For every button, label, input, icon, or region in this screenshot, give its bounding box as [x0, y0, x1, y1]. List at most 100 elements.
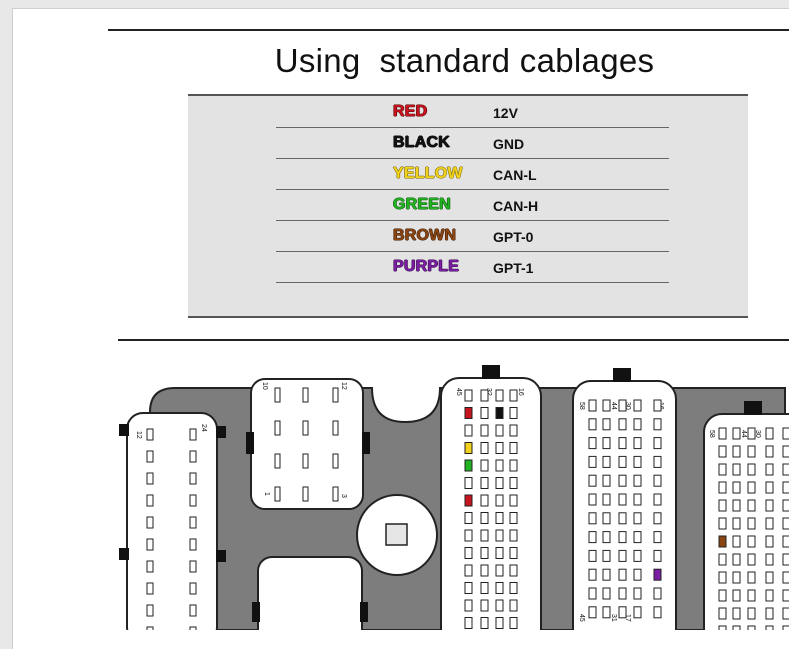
pin — [464, 529, 473, 542]
pin — [732, 571, 741, 584]
wire-signal: GND — [493, 136, 525, 152]
pin — [718, 625, 727, 630]
pin — [747, 607, 756, 620]
pin — [732, 517, 741, 530]
wire-signal: CAN-L — [493, 167, 537, 183]
pin — [732, 625, 741, 630]
pin — [495, 442, 504, 454]
pin — [480, 564, 489, 577]
pin — [633, 549, 642, 562]
pin — [302, 453, 309, 469]
pin — [618, 512, 627, 525]
pin — [633, 568, 642, 581]
pin — [464, 477, 473, 489]
pin-label: 45 — [578, 614, 585, 622]
pin — [189, 450, 197, 463]
pin — [588, 437, 597, 450]
pin — [189, 560, 197, 573]
pin — [732, 481, 741, 494]
pin — [602, 587, 611, 600]
pin — [747, 553, 756, 566]
pin — [782, 445, 789, 458]
pin — [782, 499, 789, 512]
pin — [588, 549, 597, 562]
pin — [274, 453, 281, 469]
pin — [480, 547, 489, 559]
pin — [602, 549, 611, 562]
pin — [618, 399, 627, 412]
pin — [782, 625, 789, 630]
wire-color-name: RED — [393, 103, 428, 120]
pin — [765, 571, 774, 584]
pin — [747, 589, 756, 602]
pin — [765, 553, 774, 566]
pin — [588, 418, 597, 431]
pin — [765, 607, 774, 620]
pin-label: 12 — [340, 382, 347, 390]
pin — [732, 463, 741, 476]
pin — [495, 564, 504, 577]
connector-b: 10 12 1 3 — [246, 378, 370, 510]
pin — [602, 399, 611, 412]
pin — [509, 582, 518, 594]
pin — [146, 626, 154, 630]
pin — [464, 407, 473, 419]
pin — [747, 427, 756, 440]
pin-label: 3 — [340, 494, 347, 498]
pin — [302, 486, 309, 502]
pin — [718, 499, 727, 512]
pin — [653, 437, 662, 450]
pin — [718, 535, 727, 548]
pin — [146, 494, 154, 507]
pin — [782, 427, 789, 440]
pin — [602, 606, 611, 619]
pin — [189, 538, 197, 551]
pin — [633, 493, 642, 506]
pin-label: 44 — [740, 430, 747, 438]
pin — [633, 455, 642, 468]
pin-label: 1 — [263, 492, 270, 496]
pin — [718, 589, 727, 602]
pin — [146, 472, 154, 485]
pin — [189, 582, 197, 595]
lower-block — [257, 556, 363, 630]
pin — [602, 568, 611, 581]
pin — [495, 547, 504, 559]
pin — [618, 418, 627, 431]
pin — [782, 517, 789, 530]
pin — [602, 418, 611, 431]
pin — [718, 445, 727, 458]
pin — [588, 606, 597, 619]
pin — [618, 437, 627, 450]
pin — [509, 459, 518, 472]
pin — [765, 499, 774, 512]
pin — [302, 420, 309, 436]
pin-label: 30 — [754, 430, 761, 438]
wire-color-name: YELLOW — [393, 165, 463, 182]
wire-signal: CAN-H — [493, 198, 539, 214]
pin — [146, 516, 154, 529]
pin — [509, 494, 518, 507]
wire-color-name: PURPLE — [393, 258, 460, 275]
pin — [146, 538, 154, 551]
pin — [653, 512, 662, 525]
pin — [602, 531, 611, 544]
pin — [633, 531, 642, 544]
pin — [146, 450, 154, 463]
pin — [480, 424, 489, 437]
pin — [274, 486, 281, 502]
pin — [588, 474, 597, 487]
pin — [718, 607, 727, 620]
pin — [765, 625, 774, 630]
pin — [633, 606, 642, 619]
pin — [509, 424, 518, 437]
pin-grid — [718, 427, 789, 630]
pin — [495, 529, 504, 542]
pin-label: 31 — [610, 614, 617, 622]
pin — [464, 564, 473, 577]
pin — [464, 424, 473, 437]
pin — [747, 445, 756, 458]
pin — [765, 517, 774, 530]
pin — [782, 553, 789, 566]
pin — [747, 571, 756, 584]
